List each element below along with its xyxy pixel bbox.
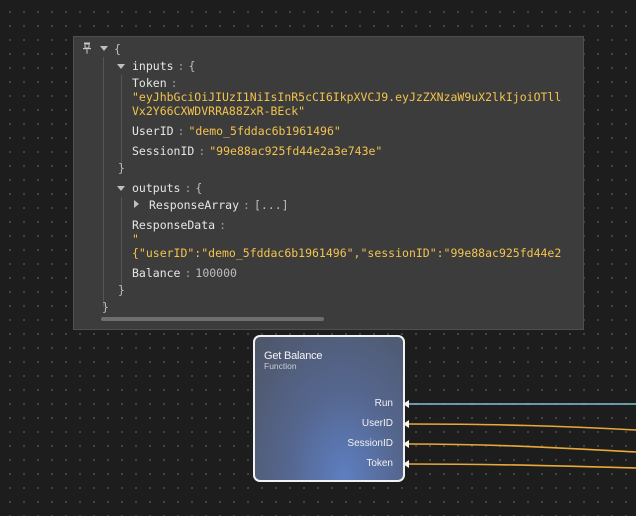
userid-row: UserID:"demo_5fddac6b1961496" xyxy=(132,124,341,138)
pin-icon[interactable] xyxy=(82,42,92,54)
inputs-close-brace: } xyxy=(118,161,125,175)
balance-row: Balance:100000 xyxy=(132,266,237,280)
userid-key: UserID xyxy=(132,124,174,138)
responsedata-value-line-1: " xyxy=(132,232,139,246)
port-label-userid: UserID xyxy=(361,418,393,429)
token-data-wire[interactable] xyxy=(404,463,636,469)
expand-arrow-icon[interactable] xyxy=(134,200,139,208)
get-balance-node[interactable]: Get Balance Function Run UserID SessionI… xyxy=(253,335,409,482)
outputs-row[interactable]: outputs:{ xyxy=(132,181,203,195)
inputs-row[interactable]: inputs:{ xyxy=(132,59,196,73)
port-label-run: Run xyxy=(374,398,393,409)
balance-key: Balance xyxy=(132,266,181,280)
token-key: Token xyxy=(132,76,167,90)
token-row: Token: xyxy=(132,76,178,90)
token-value-line-2: Vx2Y66CXWDVRRA88ZxR-BEck" xyxy=(132,104,306,118)
userid-value: "demo_5fddac6b1961496" xyxy=(188,124,341,138)
responsedata-row: ResponseData: xyxy=(132,218,227,232)
port-arrow-icon[interactable] xyxy=(403,420,409,428)
horizontal-scrollbar-thumb[interactable] xyxy=(101,317,324,321)
data-inspector-panel[interactable]: { inputs:{ Token: "eyJhbGciOiJIUzI1NiIsI… xyxy=(73,36,584,330)
responsearray-value: [...] xyxy=(253,198,289,212)
node-title: Get Balance xyxy=(264,350,323,362)
port-arrow-icon[interactable] xyxy=(403,460,409,468)
inputs-open-brace: { xyxy=(188,59,196,73)
responsearray-row[interactable]: ResponseArray:[...] xyxy=(149,198,289,212)
responsedata-value-line-2: {"userID":"demo_5fddac6b1961496","sessio… xyxy=(132,246,562,260)
token-value-line-1: "eyJhbGciOiJIUzI1NiIsInR5cCI6IkpXVCJ9.ey… xyxy=(132,90,562,104)
sessionid-key: SessionID xyxy=(132,144,195,158)
sessionid-value: "99e88ac925fd44e2a3e743e" xyxy=(209,144,383,158)
root-guide-line xyxy=(103,57,104,307)
port-label-token: Token xyxy=(366,458,393,469)
node-subtitle: Function xyxy=(264,361,297,371)
responsedata-key: ResponseData xyxy=(132,218,216,232)
balance-value: 100000 xyxy=(195,266,237,280)
inputs-guide-line xyxy=(121,75,122,167)
collapse-arrow-icon[interactable] xyxy=(100,46,108,51)
outputs-guide-line xyxy=(121,197,122,289)
outputs-open-brace: { xyxy=(195,181,203,195)
collapse-arrow-icon[interactable] xyxy=(117,186,125,191)
sessionid-row: SessionID:"99e88ac925fd44e2a3e743e" xyxy=(132,144,383,158)
outputs-key: outputs xyxy=(132,181,181,195)
responsearray-key: ResponseArray xyxy=(149,198,240,212)
root-close-brace: } xyxy=(102,300,109,314)
inputs-key: inputs xyxy=(132,59,174,73)
userid-data-wire[interactable] xyxy=(404,423,636,431)
sessionid-data-wire[interactable] xyxy=(404,443,636,453)
port-label-sessionid: SessionID xyxy=(347,438,393,449)
collapse-arrow-icon[interactable] xyxy=(117,64,125,69)
outputs-close-brace: } xyxy=(118,283,125,297)
port-arrow-icon[interactable] xyxy=(403,440,409,448)
root-open-brace: { xyxy=(114,42,121,56)
json-tree: { inputs:{ Token: "eyJhbGciOiJIUzI1NiIsI… xyxy=(74,37,582,317)
port-arrow-icon[interactable] xyxy=(403,400,409,408)
